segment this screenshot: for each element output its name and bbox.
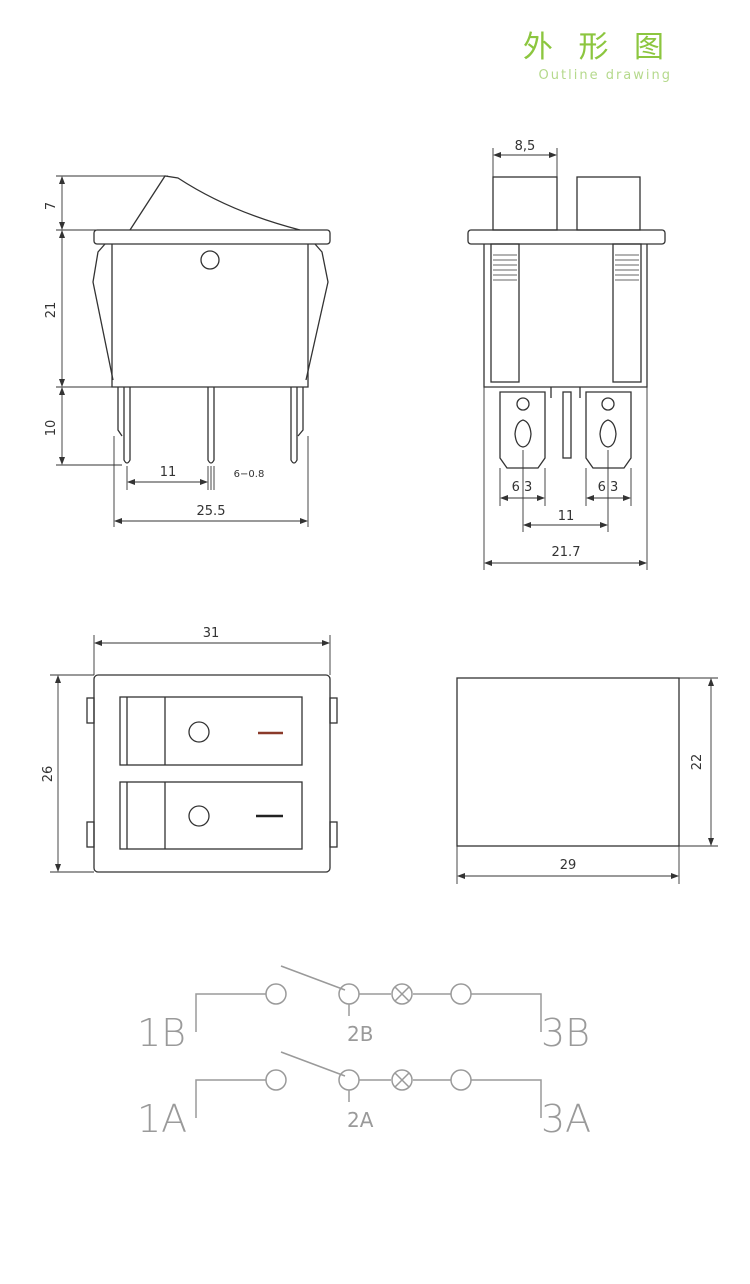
pin <box>290 387 298 464</box>
cutout-view <box>456 677 718 884</box>
title-chinese: 外 形 图 <box>522 30 672 65</box>
dim-cutout-width: 29 <box>560 858 577 873</box>
dim-pin-size: 6−0.8 <box>234 469 265 480</box>
left-clip <box>92 243 114 381</box>
contact-3b <box>450 983 472 1005</box>
front-bezel <box>93 674 331 873</box>
label-2b: 2B <box>347 1022 373 1046</box>
dim-pin-length: 10 <box>44 420 59 437</box>
pin <box>123 387 131 464</box>
dim-tab-pitch: 11 <box>558 509 575 524</box>
label-1a: 1A <box>137 1097 187 1141</box>
dim-body-height: 21 <box>44 302 59 319</box>
rocker-upper[interactable] <box>119 696 303 766</box>
end-view <box>467 148 666 570</box>
circuit-b <box>195 965 542 1032</box>
label-3b: 3B <box>541 1011 590 1055</box>
dim-side-width: 25.5 <box>197 504 226 519</box>
switch-base <box>117 387 304 437</box>
switch-lever-a <box>280 1051 346 1077</box>
dim-front-width: 31 <box>203 626 220 641</box>
contact-1a <box>265 1069 287 1091</box>
rocker-lower[interactable] <box>119 781 303 850</box>
dim-lug-width: 8,5 <box>515 139 536 154</box>
rocker-cap <box>129 175 301 231</box>
contact-3a <box>450 1069 472 1091</box>
switch-lever-b <box>280 965 346 991</box>
end-view-dims: 8,5 6 3 6 3 11 21.7 <box>512 139 619 560</box>
label-3a: 3A <box>541 1097 591 1141</box>
switch-body <box>111 244 309 388</box>
off-symbol <box>188 805 210 827</box>
header: 外 形 图 Outline drawing <box>523 30 672 83</box>
panel-cutout <box>456 677 680 847</box>
circuit-schematic <box>195 965 542 1118</box>
latch-left <box>490 243 520 383</box>
front-view-dims: 31 26 <box>41 626 219 782</box>
title-english: Outline drawing <box>538 68 672 83</box>
contact-1b <box>265 983 287 1005</box>
front-view <box>50 635 338 873</box>
latch-right <box>612 243 642 383</box>
dim-front-height: 26 <box>41 766 56 783</box>
end-body <box>483 244 648 388</box>
tab-left <box>499 391 546 469</box>
label-2a: 2A <box>347 1108 374 1132</box>
schematic-labels: 1B 2B 3B 1A 2A 3A <box>137 1011 591 1141</box>
tab-right <box>585 391 632 469</box>
contact-2a <box>338 1069 360 1091</box>
pins <box>123 387 298 464</box>
cutout-view-dims: 22 29 <box>560 754 705 873</box>
contact-2b <box>338 983 360 1005</box>
center-pin <box>562 391 572 459</box>
pin <box>207 387 215 464</box>
end-flange <box>467 229 666 245</box>
dim-rocker-height: 7 <box>44 202 59 210</box>
dim-end-width: 21.7 <box>552 545 581 560</box>
top-lug-left <box>492 176 558 231</box>
dim-cutout-height: 22 <box>690 754 705 771</box>
label-1b: 1B <box>137 1011 186 1055</box>
dim-pin-pitch: 11 <box>160 465 177 480</box>
dim-tab-left: 6 3 <box>512 480 533 495</box>
lamp-a <box>391 1069 413 1091</box>
dim-tab-right: 6 3 <box>598 480 619 495</box>
off-symbol <box>188 721 210 743</box>
circuit-a <box>195 1051 542 1118</box>
top-lug-right <box>576 176 641 231</box>
side-view-dims: 7 21 10 11 6−0.8 25.5 <box>44 202 264 519</box>
right-clip <box>305 243 329 381</box>
side-view <box>56 175 331 527</box>
top-flange <box>93 229 331 245</box>
lamp-b <box>391 983 413 1005</box>
indicator-dot <box>200 250 220 270</box>
